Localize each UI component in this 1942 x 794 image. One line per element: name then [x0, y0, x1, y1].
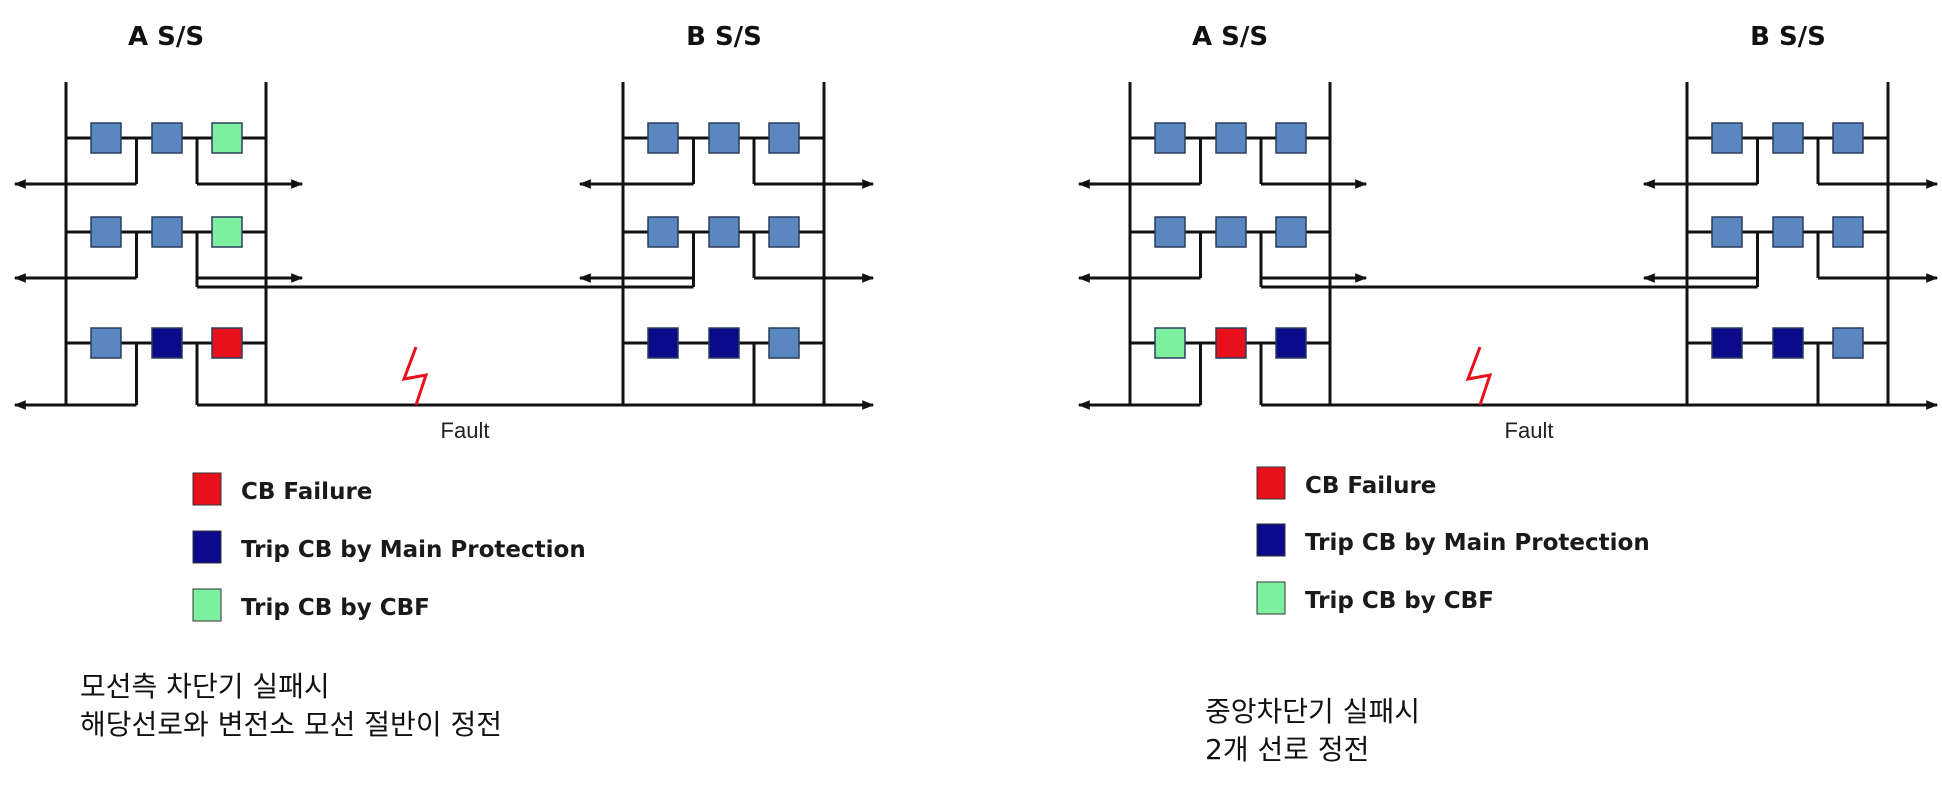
legend-swatch-trip_cbf — [1256, 581, 1286, 615]
fault-symbol-icon — [401, 346, 429, 406]
circuit-breaker-b-r1c1 — [1772, 216, 1804, 248]
legend-swatch-trip_main — [192, 530, 222, 564]
circuit-breaker-a-r2c0 — [90, 327, 122, 359]
circuit-breaker-b-r0c1 — [1772, 122, 1804, 154]
caption-line: 모선측 차단기 실패시 — [80, 670, 330, 703]
circuit-breaker-b-r0c1 — [708, 122, 740, 154]
circuit-breaker-a-r2c2 — [1275, 327, 1307, 359]
circuit-breaker-a-r0c1 — [151, 122, 183, 154]
circuit-breaker-b-r2c2 — [768, 327, 800, 359]
legend-label: Trip CB by CBF — [241, 595, 430, 621]
legend-label: CB Failure — [1305, 473, 1436, 499]
circuit-breaker-a-r1c0 — [90, 216, 122, 248]
circuit-breaker-a-r1c2 — [211, 216, 243, 248]
circuit-breaker-b-r1c1 — [708, 216, 740, 248]
legend-label: Trip CB by Main Protection — [1305, 530, 1650, 556]
caption-bus-side-failure: 모선측 차단기 실패시 해당선로와 변전소 모선 절반이 정전 — [80, 668, 502, 744]
circuit-breaker-a-r1c1 — [1215, 216, 1247, 248]
circuit-breaker-a-r2c1 — [1215, 327, 1247, 359]
substation-b-label: B S/S — [1750, 22, 1826, 52]
substation-a-label: A S/S — [1192, 22, 1268, 52]
substation-b-label: B S/S — [686, 22, 762, 52]
circuit-breaker-b-r2c0 — [1711, 327, 1743, 359]
caption-line: 해당선로와 변전소 모선 절반이 정전 — [80, 708, 503, 741]
circuit-breaker-a-r1c0 — [1154, 216, 1186, 248]
fault-symbol-icon — [1465, 346, 1493, 406]
legend-swatch-trip_cbf — [192, 588, 222, 622]
circuit-breaker-b-r1c2 — [1832, 216, 1864, 248]
legend-label: CB Failure — [241, 479, 372, 505]
caption-line: 2개 선로 정전 — [1205, 733, 1370, 766]
legend-swatch-cb_failure — [1256, 466, 1286, 500]
fault-label: Fault — [1505, 418, 1554, 443]
circuit-breaker-b-r0c2 — [768, 122, 800, 154]
circuit-breaker-a-r1c1 — [151, 216, 183, 248]
legend-label: Trip CB by CBF — [1305, 588, 1494, 614]
fault-label: Fault — [441, 418, 490, 443]
circuit-breaker-b-r0c2 — [1832, 122, 1864, 154]
caption-line: 중앙차단기 실패시 — [1205, 695, 1420, 728]
circuit-breaker-a-r0c0 — [90, 122, 122, 154]
circuit-breaker-b-r0c0 — [1711, 122, 1743, 154]
legend-swatch-cb_failure — [192, 472, 222, 506]
circuit-breaker-b-r1c0 — [1711, 216, 1743, 248]
circuit-breaker-a-r2c2 — [211, 327, 243, 359]
circuit-breaker-b-r2c2 — [1832, 327, 1864, 359]
circuit-breaker-b-r2c1 — [708, 327, 740, 359]
circuit-breaker-a-r0c2 — [211, 122, 243, 154]
circuit-breaker-b-r1c2 — [768, 216, 800, 248]
substation-a-label: A S/S — [128, 22, 204, 52]
circuit-breaker-a-r0c0 — [1154, 122, 1186, 154]
circuit-breaker-b-r0c0 — [647, 122, 679, 154]
circuit-breaker-b-r2c1 — [1772, 327, 1804, 359]
caption-center-failure: 중앙차단기 실패시 2개 선로 정전 — [1205, 693, 1420, 769]
circuit-breaker-a-r2c0 — [1154, 327, 1186, 359]
circuit-breaker-a-r0c1 — [1215, 122, 1247, 154]
circuit-breaker-b-r1c0 — [647, 216, 679, 248]
legend-swatch-trip_main — [1256, 523, 1286, 557]
circuit-breaker-a-r2c1 — [151, 327, 183, 359]
circuit-breaker-a-r0c2 — [1275, 122, 1307, 154]
circuit-breaker-b-r2c0 — [647, 327, 679, 359]
legend-label: Trip CB by Main Protection — [241, 537, 586, 563]
circuit-breaker-a-r1c2 — [1275, 216, 1307, 248]
